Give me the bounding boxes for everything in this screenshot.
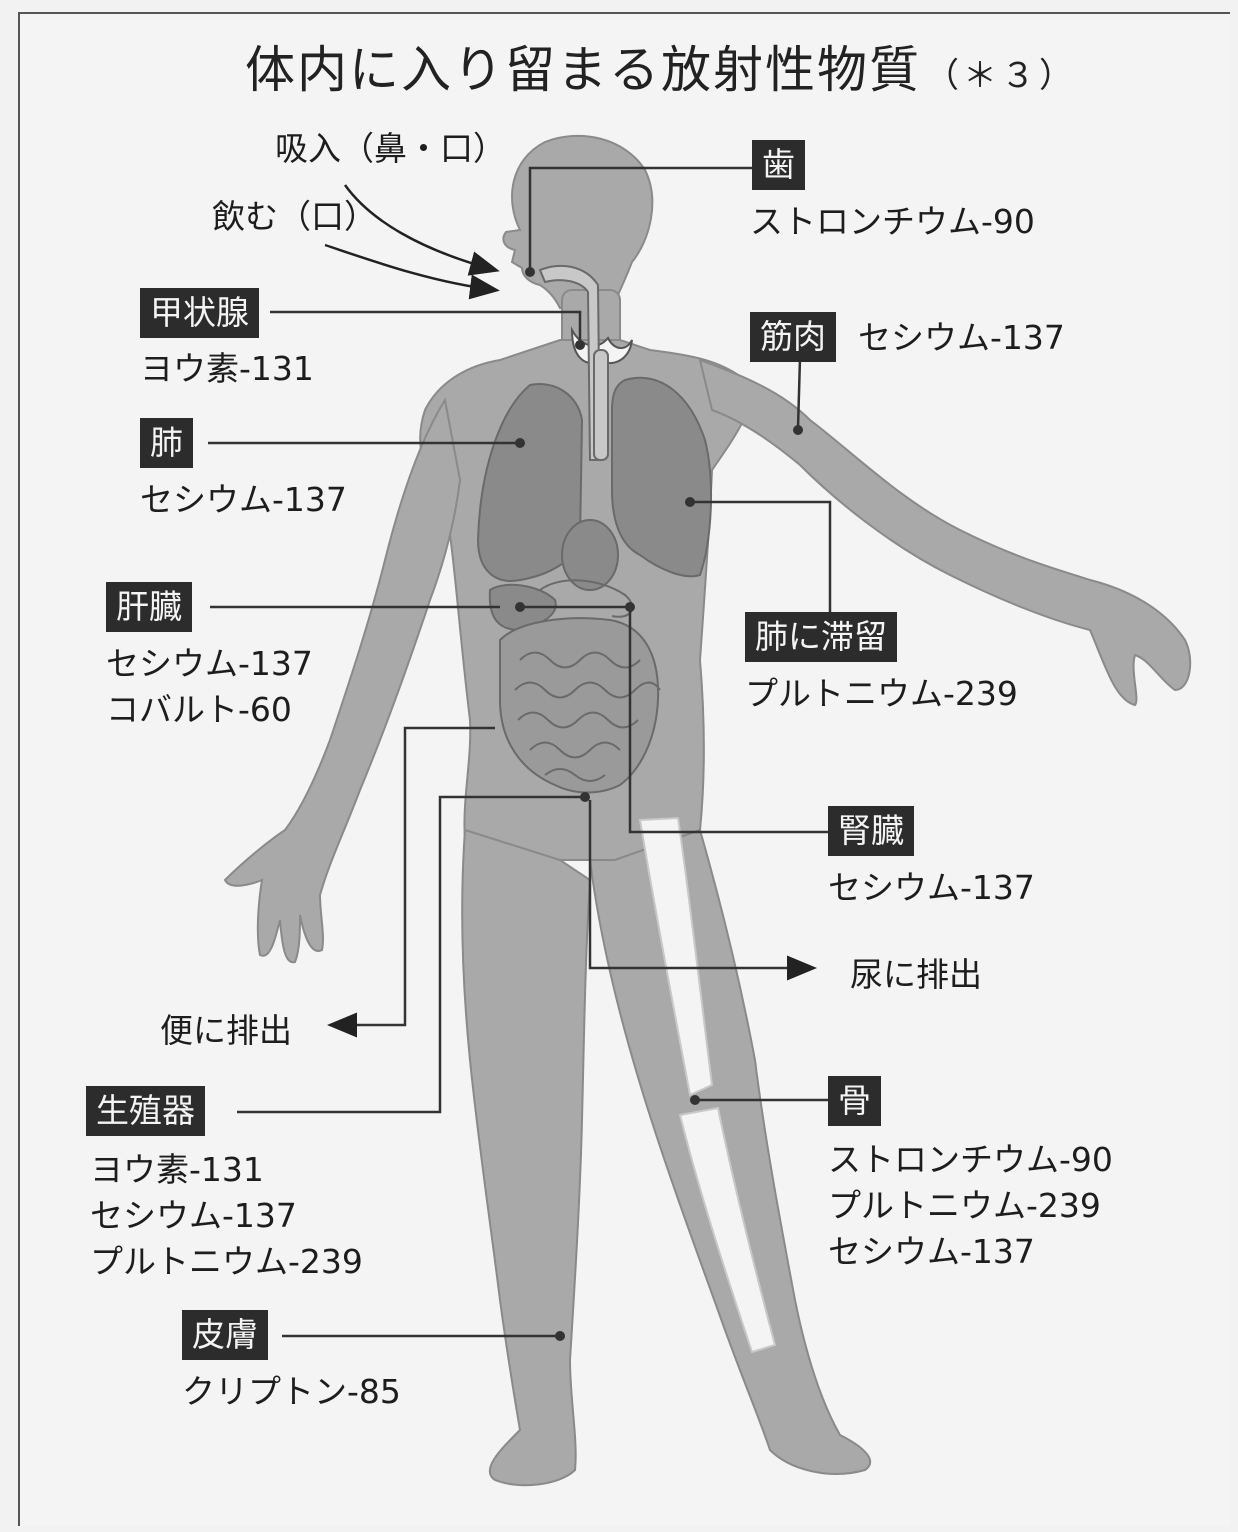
thyroid-substance-1: ヨウ素-131 [140,347,314,391]
title-footnote: （＊３） [925,56,1077,96]
tag-muscle: 筋肉 [750,312,836,362]
inhale-label: 吸入（鼻・口） [275,122,506,170]
lung-substance-1: セシウム-137 [140,478,347,522]
bone-substance-2: プルトニウム-239 [828,1184,1101,1228]
tag-thyroid: 甲状腺 [140,288,259,338]
tag-kidney: 腎臓 [828,806,914,856]
genital-substance-1: ヨウ素-131 [90,1148,264,1192]
tag-lung-retention: 肺に滞留 [745,612,897,662]
kidney-substance-1: セシウム-137 [828,866,1035,910]
genital-substance-3: プルトニウム-239 [90,1240,363,1284]
liver-substance-2: コバルト-60 [106,688,292,732]
tag-genital: 生殖器 [86,1086,205,1136]
tag-skin: 皮膚 [182,1310,268,1360]
bone-substance-1: ストロンチウム-90 [828,1138,1113,1182]
tag-teeth: 歯 [752,140,805,190]
teeth-substance-1: ストロンチウム-90 [750,200,1035,244]
drink-arrow [325,245,495,290]
drink-label: 飲む（口） [212,190,377,238]
title-text: 体内に入り留まる放射性物質 [245,41,921,99]
skin-substance-1: クリプトン-85 [182,1370,401,1414]
tag-liver: 肝臓 [106,582,192,632]
genital-substance-2: セシウム-137 [90,1194,297,1238]
muscle-substance-1: セシウム-137 [858,316,1065,360]
left-leg-shape [462,830,590,1485]
tag-lung: 肺 [140,418,193,468]
lung-retention-substance-1: プルトニウム-239 [745,672,1018,716]
bone-substance-3: セシウム-137 [828,1230,1035,1274]
feces-label: 便に排出 [160,1004,292,1052]
thyroid-connector [270,312,580,340]
tag-bone: 骨 [828,1076,881,1126]
liver-substance-1: セシウム-137 [106,642,313,686]
page-title: 体内に入り留まる放射性物質（＊３） [245,30,1077,102]
urine-label: 尿に排出 [850,948,982,996]
